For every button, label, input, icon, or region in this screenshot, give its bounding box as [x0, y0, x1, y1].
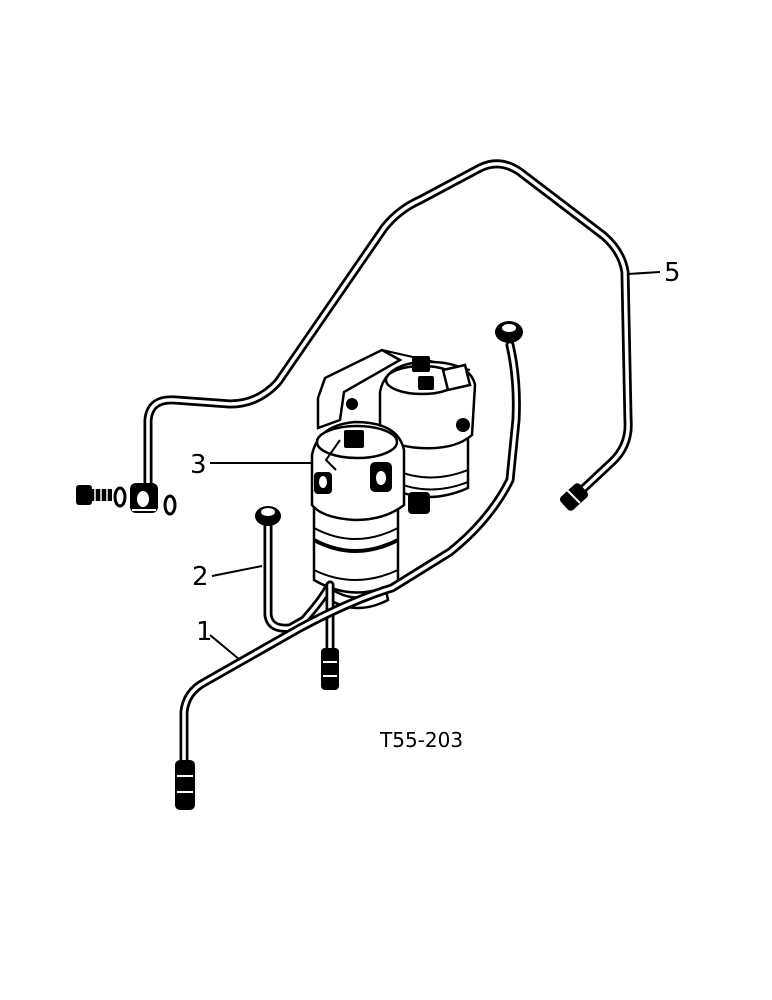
- pipe-1-bottom-nut: [175, 760, 195, 810]
- pipe-2: [255, 506, 335, 633]
- pipe-5: [143, 159, 633, 511]
- banjo-union: [130, 483, 158, 513]
- callout-1: 1: [196, 617, 213, 647]
- callout-3: 3: [190, 450, 207, 480]
- callout-5: 5: [664, 258, 681, 288]
- pipe-2-end-nut: [255, 506, 281, 526]
- callout-2: 2: [192, 562, 209, 592]
- bleed-screw: [408, 492, 430, 514]
- banjo-bolt: [76, 485, 112, 505]
- pipe-1: [175, 321, 523, 810]
- pipe-1-top-nut: [495, 321, 523, 343]
- rear-filter-head: [378, 356, 477, 450]
- leader-line-5: [627, 271, 661, 275]
- leader-line-2: [211, 565, 263, 577]
- front-filter-head: [310, 420, 406, 522]
- leader-line-1: [209, 634, 241, 661]
- figure-code: T55-203: [379, 728, 463, 752]
- sealing-washers: [113, 486, 177, 516]
- pipe-5-end-nut: [559, 483, 589, 511]
